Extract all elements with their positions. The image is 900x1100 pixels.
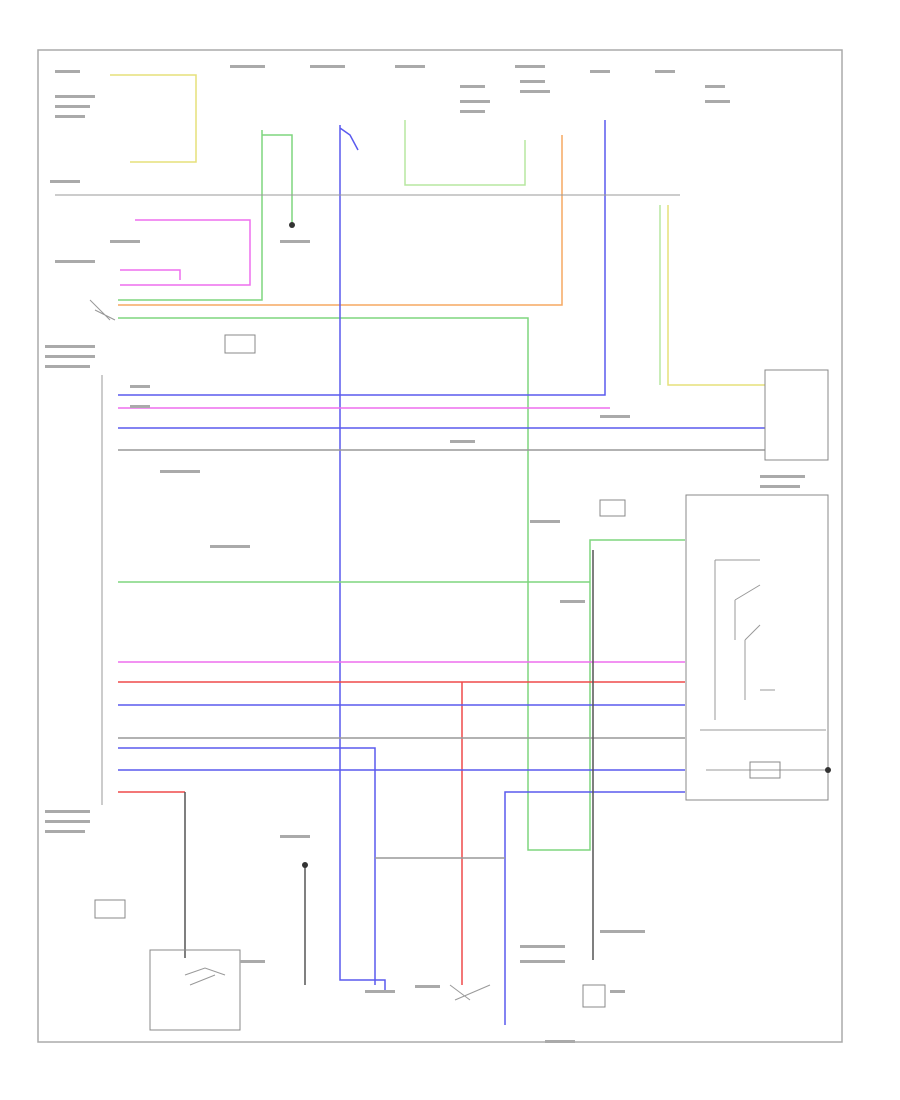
cruise-indicator-symbol (599, 499, 626, 517)
illegible-label-mark (45, 830, 85, 833)
illegible-label-mark (240, 960, 265, 963)
illegible-label-mark (655, 70, 675, 73)
brake-light-symbol (224, 334, 256, 354)
cruise-module-relay (749, 761, 781, 779)
illegible-label-mark (280, 835, 310, 838)
illegible-label-mark (160, 470, 200, 473)
junction-dot-green (289, 222, 295, 228)
illegible-label-mark (520, 90, 550, 93)
illegible-label-mark (55, 95, 95, 98)
wire-blue-bottom-row (118, 747, 376, 985)
diagram-frame (37, 49, 843, 1043)
stop-light-switch-contact (184, 967, 226, 986)
illegible-label-mark (545, 1040, 575, 1043)
wire-layer (110, 74, 765, 1025)
main-switch-contact (89, 299, 116, 321)
illegible-label-mark (450, 440, 475, 443)
ecm-box (764, 369, 829, 461)
wire-blue-right-vertical (118, 120, 606, 396)
illegible-label-mark (395, 65, 425, 68)
transmission-range-symbol (582, 984, 606, 1008)
illegible-label-mark (520, 945, 565, 948)
junction-dot-right (825, 767, 831, 773)
junction-dot-dlc (302, 862, 308, 868)
stop-light-switch-box (149, 949, 241, 1031)
illegible-label-mark (600, 415, 630, 418)
illegible-label-mark (55, 115, 85, 118)
illegible-label-mark (110, 240, 140, 243)
illegible-label-mark (45, 355, 95, 358)
illegible-label-mark (55, 260, 95, 263)
wire-blue-vertical (339, 125, 386, 990)
illegible-label-mark (310, 65, 345, 68)
illegible-label-mark (55, 70, 80, 73)
illegible-label-mark (460, 110, 485, 113)
wire-blue-bottom-row-3 (504, 791, 685, 1025)
illegible-label-mark (45, 810, 90, 813)
illegible-label-mark (210, 545, 250, 548)
illegible-label-mark (45, 345, 95, 348)
illegible-label-mark (760, 485, 800, 488)
illegible-label-mark (530, 520, 560, 523)
illegible-label-mark (705, 100, 730, 103)
illegible-label-mark (705, 85, 725, 88)
wire-orange (118, 135, 563, 306)
wire-lightgreen-top (404, 120, 526, 186)
illegible-label-mark (365, 990, 395, 993)
illegible-label-mark (230, 65, 265, 68)
illegible-label-mark (50, 180, 80, 183)
illegible-label-mark (610, 990, 625, 993)
illegible-label-mark (590, 70, 610, 73)
illegible-label-mark (520, 960, 565, 963)
illegible-label-mark (45, 820, 90, 823)
illegible-label-mark (45, 365, 90, 368)
illegible-label-mark (130, 385, 150, 388)
illegible-label-mark (515, 65, 545, 68)
wire-green-long (118, 317, 685, 851)
brake-switch-contact (449, 984, 491, 1001)
stop-lamp-symbol (94, 899, 126, 919)
illegible-label-mark (760, 475, 805, 478)
illegible-label-mark (130, 405, 150, 408)
illegible-label-mark (460, 100, 490, 103)
wire-magenta-upper (120, 219, 251, 286)
illegible-label-mark (520, 80, 545, 83)
wire-red-row (118, 681, 685, 985)
label-marks (45, 65, 805, 1043)
illegible-label-mark (560, 600, 585, 603)
wire-yellow-top (110, 74, 197, 163)
wire-green-top (118, 130, 293, 301)
wire-yellowgreen-right (667, 205, 765, 386)
illegible-label-mark (55, 105, 90, 108)
cruise-control-module-box (685, 494, 829, 801)
illegible-label-mark (600, 930, 645, 933)
cruise-module-switch-network (700, 559, 826, 771)
illegible-label-mark (460, 85, 485, 88)
illegible-label-mark (280, 240, 310, 243)
illegible-label-mark (415, 985, 440, 988)
